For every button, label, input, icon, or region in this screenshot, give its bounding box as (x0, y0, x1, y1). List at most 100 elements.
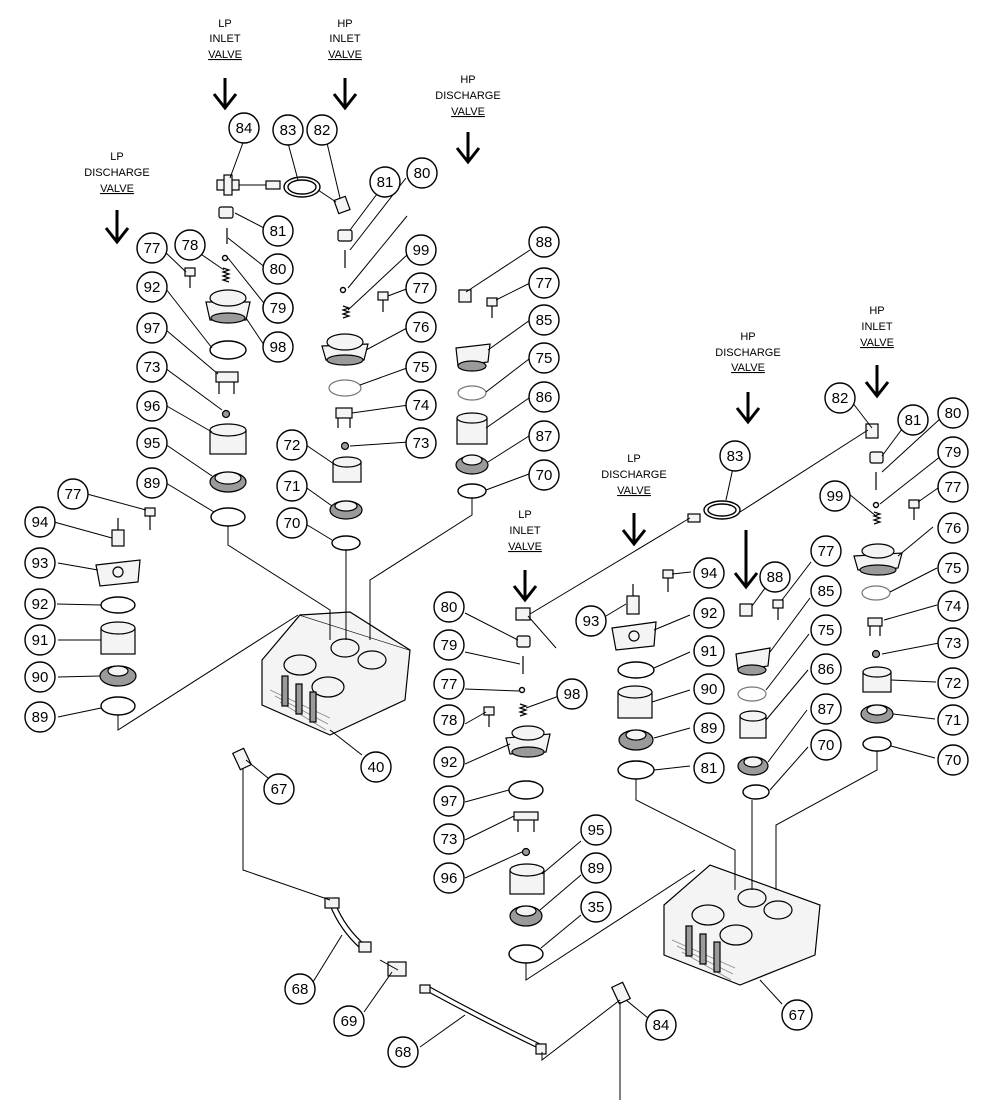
svg-text:INLET: INLET (861, 321, 892, 333)
bolt-part (377, 291, 389, 312)
callout-bubbles: 8483828180818077787979997792987697757374… (24, 112, 969, 1068)
callout-78: 78 (433, 704, 465, 736)
callout-81: 81 (262, 215, 294, 247)
svg-text:HP: HP (460, 74, 475, 86)
svg-text:70: 70 (945, 752, 962, 769)
svg-text:84: 84 (653, 1017, 670, 1034)
svg-text:81: 81 (377, 174, 394, 191)
svg-text:92: 92 (144, 279, 161, 296)
svg-text:75: 75 (536, 350, 553, 367)
callout-73: 73 (433, 823, 465, 855)
svg-text:HP: HP (869, 305, 884, 317)
svg-text:98: 98 (270, 339, 287, 356)
elbow-fitting (739, 603, 753, 617)
svg-text:94: 94 (32, 514, 49, 531)
svg-text:74: 74 (945, 598, 962, 615)
valve-cylinder (617, 685, 653, 719)
svg-text:DISCHARGE: DISCHARGE (601, 469, 666, 481)
svg-text:70: 70 (536, 467, 553, 484)
callout-73: 73 (937, 627, 969, 659)
svg-text:86: 86 (536, 389, 553, 406)
svg-text:VALVE: VALVE (617, 485, 651, 497)
svg-text:96: 96 (441, 870, 458, 887)
svg-text:93: 93 (583, 613, 600, 630)
callout-40: 40 (360, 751, 392, 783)
callout-76: 76 (405, 311, 437, 343)
svg-text:87: 87 (536, 428, 553, 445)
svg-text:75: 75 (818, 622, 835, 639)
callout-88: 88 (528, 226, 560, 258)
elbow-fitting (515, 607, 531, 621)
callout-79: 79 (937, 436, 969, 468)
bolt-part (184, 267, 196, 288)
valve-cap (321, 333, 369, 366)
callout-82: 82 (824, 382, 856, 414)
callout-83: 83 (272, 114, 304, 146)
spring-part (341, 305, 351, 319)
callout-69: 69 (333, 1005, 365, 1037)
valve-cylinder (456, 412, 488, 445)
svg-text:74: 74 (413, 397, 430, 414)
svg-text:68: 68 (292, 981, 309, 998)
valve-label-hp-discharge-right: HP DISCHARGE VALVE (715, 331, 780, 374)
sensor-part (626, 584, 640, 615)
svg-text:73: 73 (144, 359, 161, 376)
callout-71: 71 (276, 470, 308, 502)
valve-cap (505, 725, 551, 758)
small-nut (871, 649, 881, 659)
svg-text:INLET: INLET (329, 33, 360, 45)
svg-text:89: 89 (588, 860, 605, 877)
tube-loop (687, 500, 741, 523)
svg-text:76: 76 (413, 319, 430, 336)
svg-text:83: 83 (727, 448, 744, 465)
svg-text:77: 77 (441, 676, 458, 693)
callout-89: 89 (136, 467, 168, 499)
svg-text:67: 67 (271, 781, 288, 798)
valve-seat (99, 665, 137, 687)
callout-72: 72 (276, 429, 308, 461)
callout-84: 84 (645, 1009, 677, 1041)
svg-text:78: 78 (441, 712, 458, 729)
callout-82: 82 (306, 114, 338, 146)
svg-text:81: 81 (270, 223, 287, 240)
elbow-fitting (458, 289, 472, 303)
callout-90: 90 (693, 673, 725, 705)
svg-text:95: 95 (144, 435, 161, 452)
tube-loop (265, 176, 321, 198)
svg-text:80: 80 (441, 599, 458, 616)
small-ring (339, 286, 347, 294)
bolt-part (908, 499, 920, 520)
callout-77: 77 (57, 478, 89, 510)
callout-77: 77 (136, 232, 168, 264)
svg-text:77: 77 (536, 275, 553, 292)
svg-text:68: 68 (395, 1044, 412, 1061)
callout-70: 70 (810, 729, 842, 761)
callout-99: 99 (819, 480, 851, 512)
callout-87: 87 (528, 420, 560, 452)
svg-text:VALVE: VALVE (860, 337, 894, 349)
callout-68: 68 (387, 1036, 419, 1068)
svg-text:HP: HP (337, 18, 352, 30)
small-ring (872, 501, 880, 509)
callout-80: 80 (937, 397, 969, 429)
callout-95: 95 (580, 814, 612, 846)
valve-seat (737, 756, 769, 776)
down-arrow-icon (332, 78, 358, 111)
callout-70: 70 (276, 507, 308, 539)
svg-text:97: 97 (441, 793, 458, 810)
valve-seat (455, 454, 489, 475)
spring-part (221, 267, 231, 283)
callout-77: 77 (528, 267, 560, 299)
svg-text:77: 77 (413, 280, 430, 297)
callout-88: 88 (759, 561, 791, 593)
valve-label-lp-inlet-left: LP INLET VALVE (208, 18, 242, 61)
valve-seat (329, 500, 363, 520)
svg-text:73: 73 (413, 435, 430, 452)
valve-label-lp-discharge-left: LP DISCHARGE VALVE (84, 151, 149, 195)
callout-83: 83 (719, 440, 751, 472)
small-ring (221, 254, 229, 262)
small-ring (518, 686, 526, 694)
callout-98: 98 (556, 678, 588, 710)
o-ring (457, 483, 487, 499)
callout-94: 94 (693, 557, 725, 589)
